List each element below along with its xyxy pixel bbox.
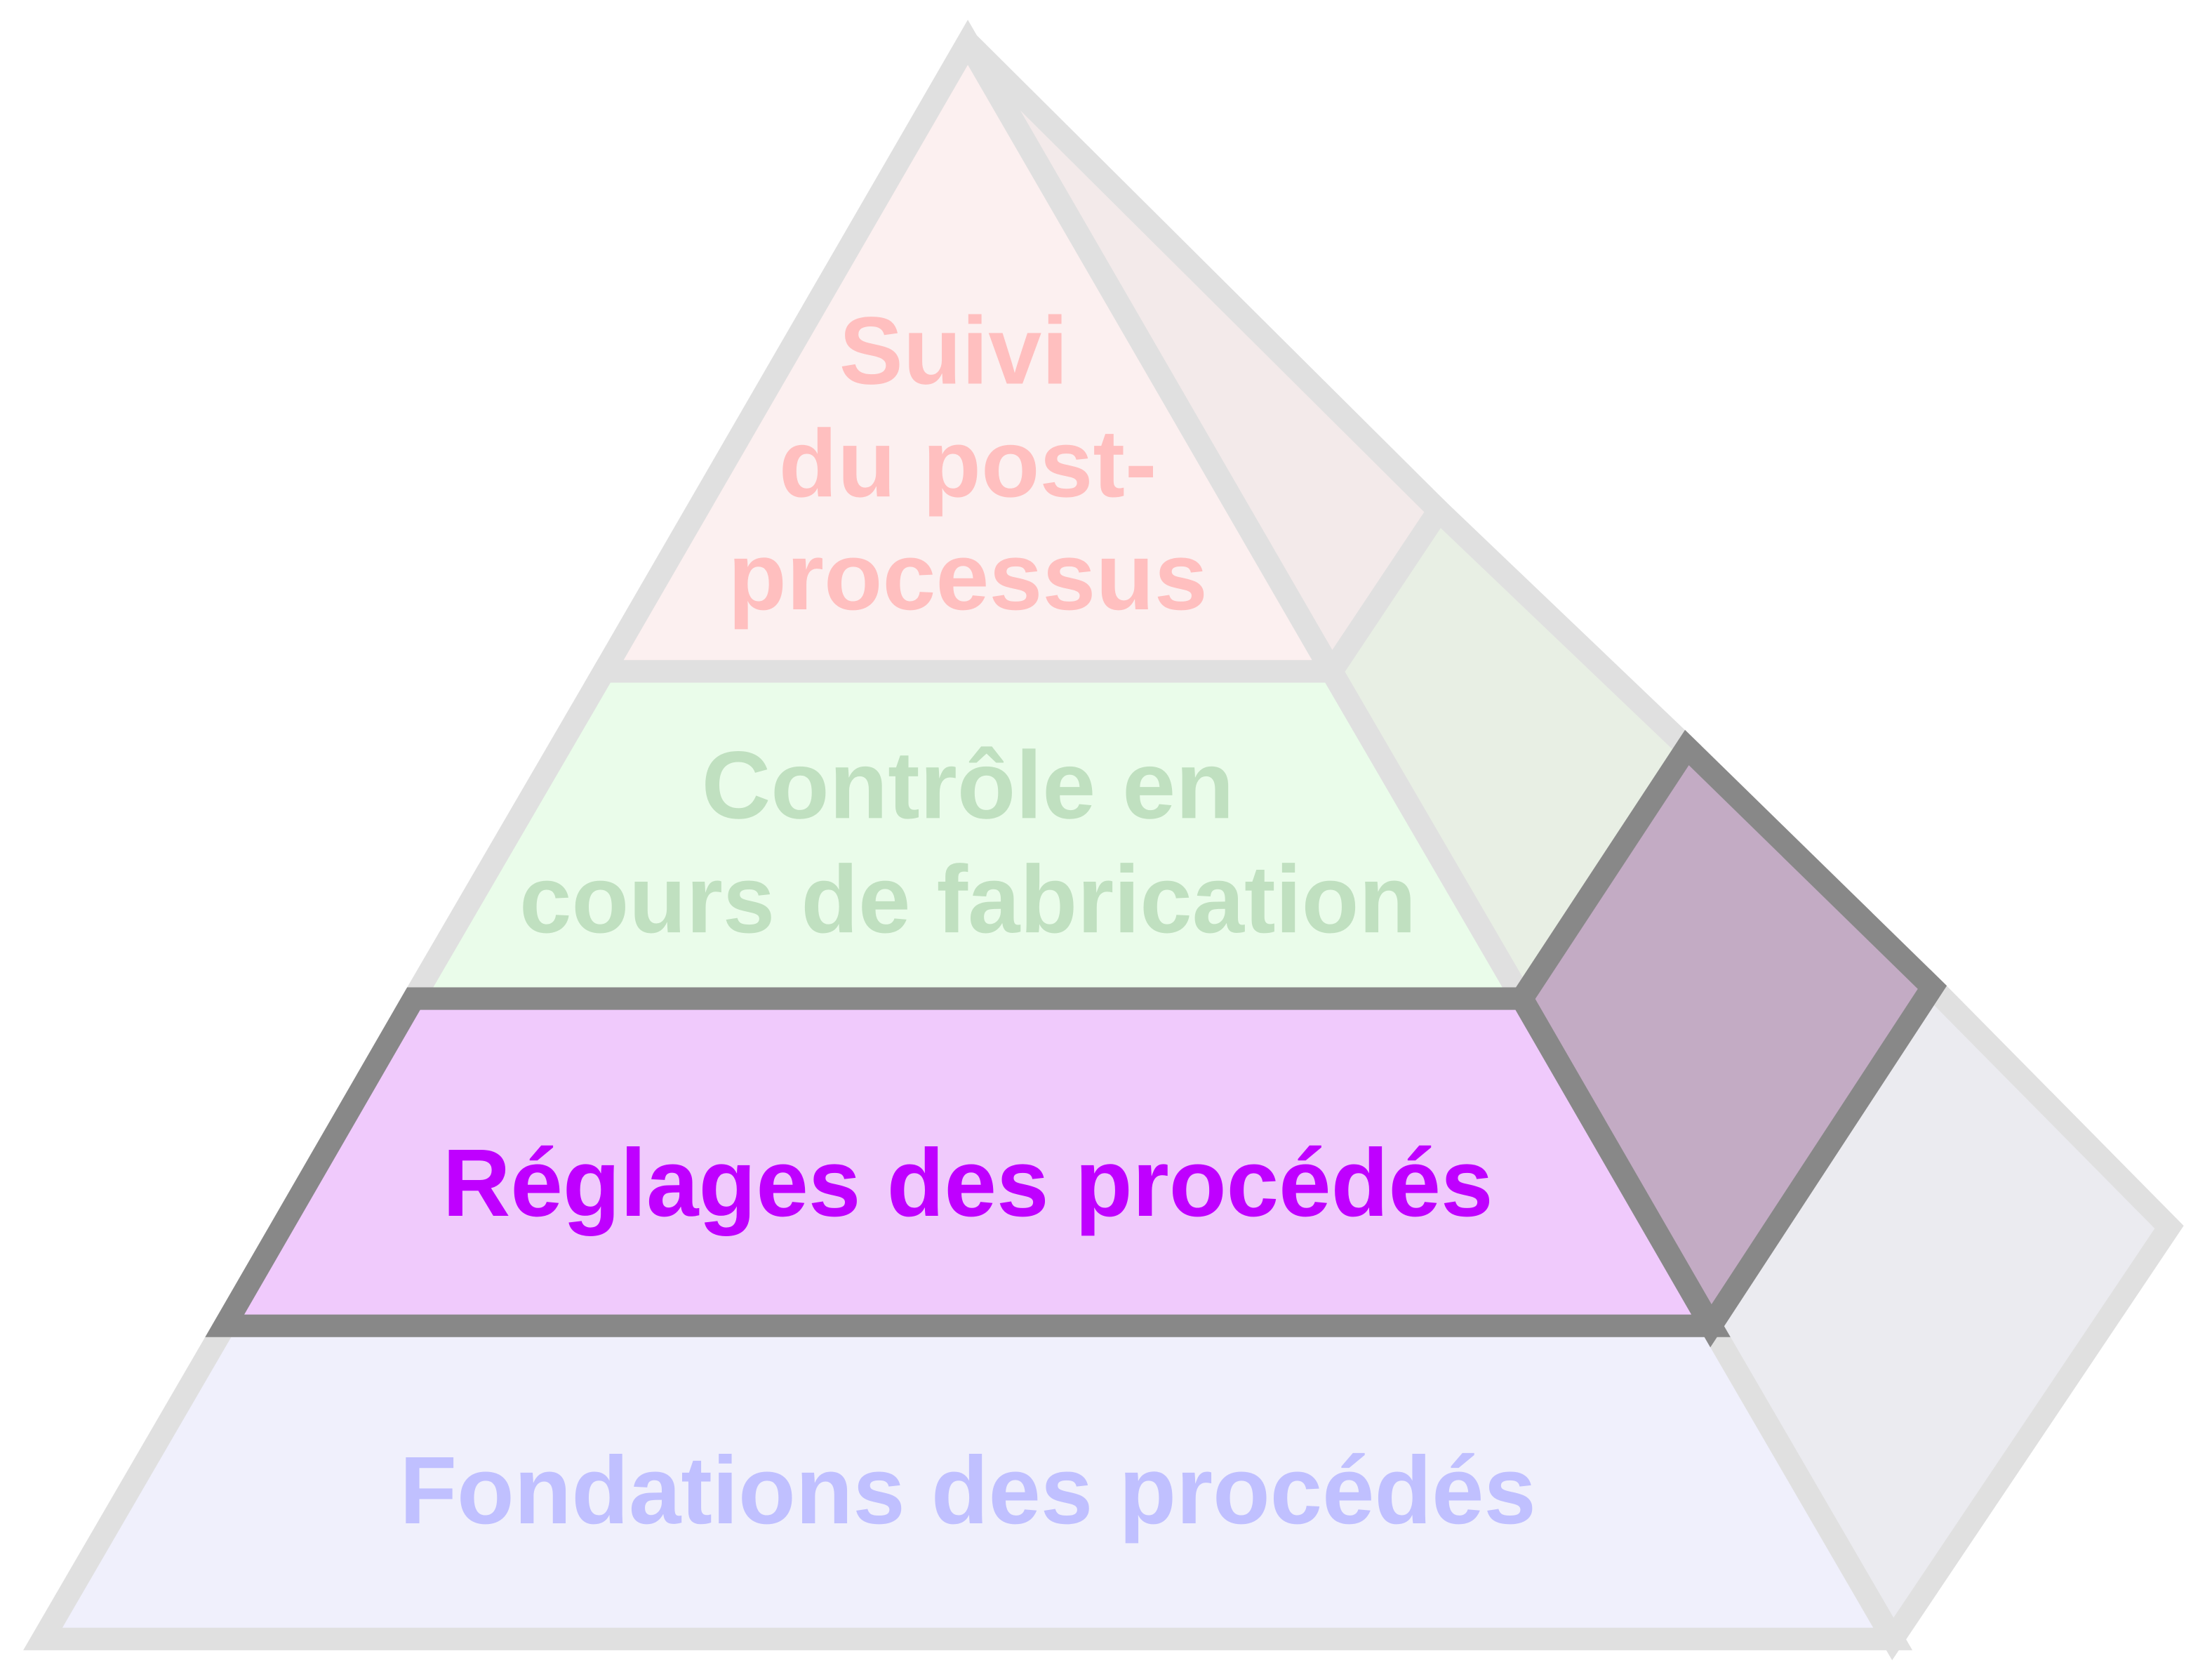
layer-top-label-line2: du post- bbox=[779, 409, 1157, 517]
layer-bottom-label: Fondations des procédés bbox=[399, 1436, 1535, 1544]
layer-highlighted[interactable] bbox=[205, 987, 1731, 1337]
layer-highlighted-label: Réglages des procédés bbox=[443, 1129, 1493, 1236]
layer-top-label-line1: Suivi bbox=[839, 297, 1069, 404]
layer-top-label-line3: processus bbox=[728, 522, 1207, 630]
layer-middle-label-line1: Contrôle en bbox=[702, 731, 1234, 838]
layer-middle-label-line2: cours de fabrication bbox=[519, 845, 1416, 953]
